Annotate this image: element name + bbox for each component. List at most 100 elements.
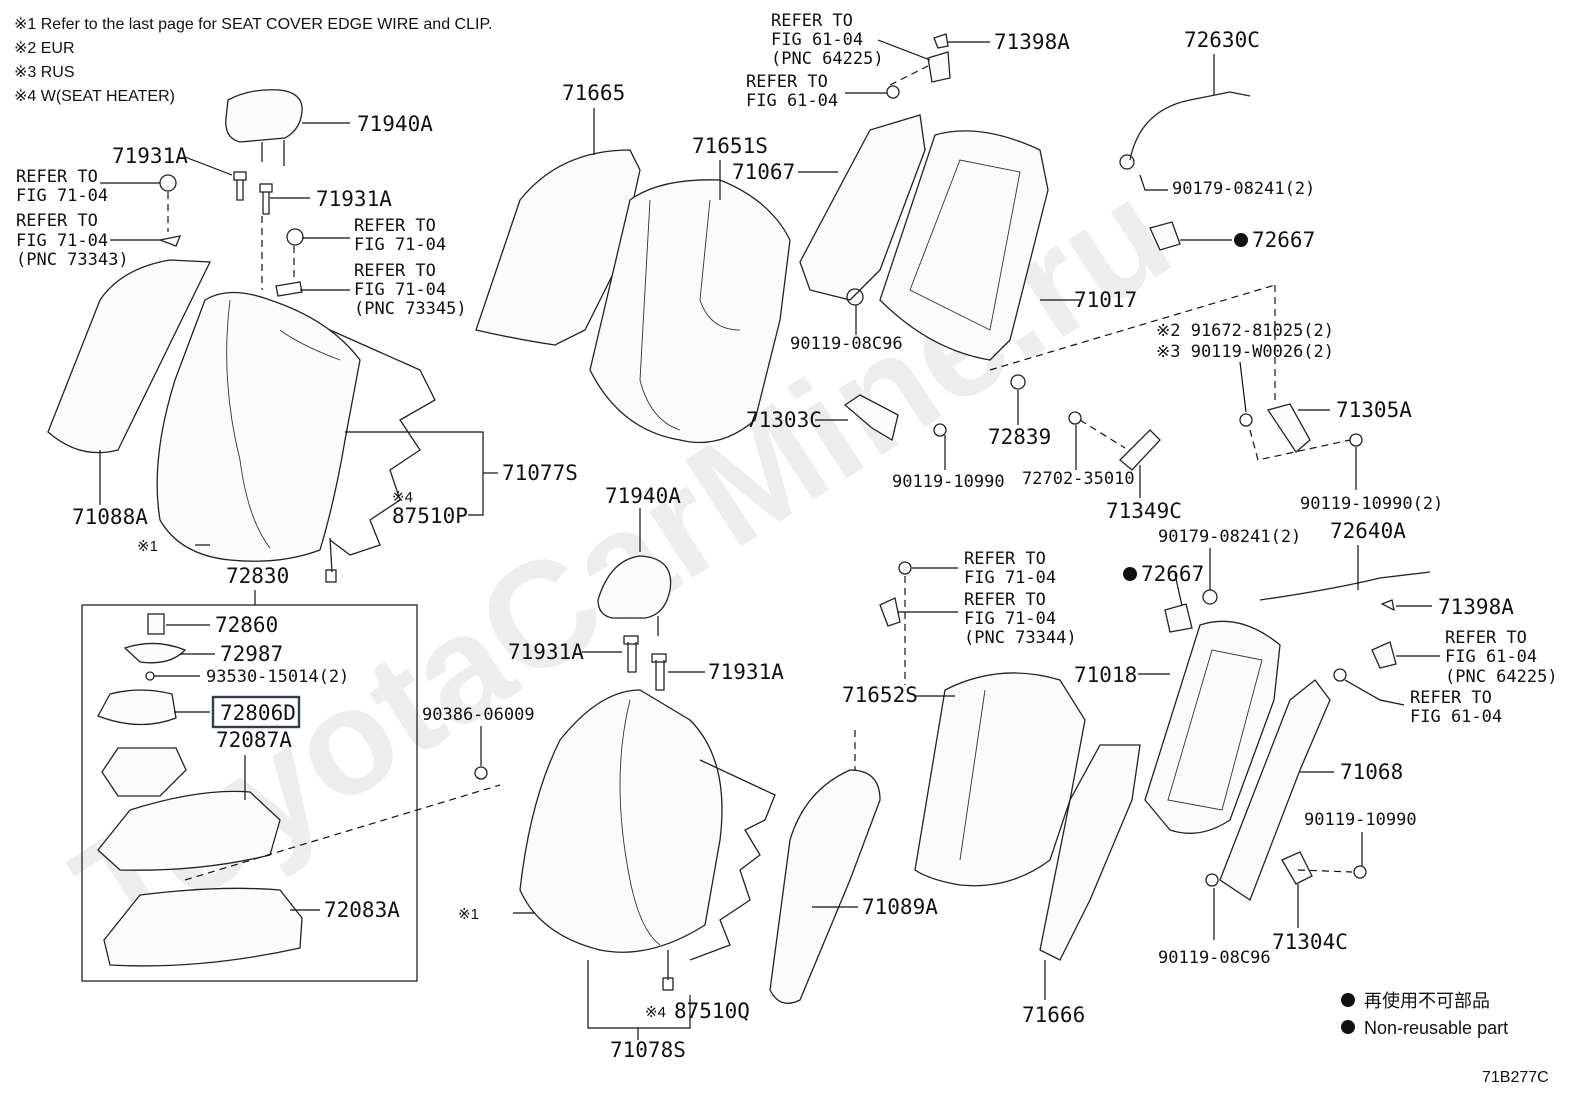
label-71652S: 71652S <box>842 683 918 707</box>
label-87510P: 87510P <box>392 504 468 528</box>
label-72839: 72839 <box>988 425 1051 449</box>
label-72830: 72830 <box>226 564 289 588</box>
label-72083A: 72083A <box>324 898 400 922</box>
frame-71068-drawing <box>1219 679 1331 901</box>
cable-72630C-drawing <box>1129 91 1251 161</box>
dashed-lines <box>167 65 1353 881</box>
ref-mid-2-line1: REFER TO <box>964 590 1046 610</box>
ref-left-2-line2: FIG 71-04 <box>16 231 108 251</box>
pad-71089A-drawing <box>769 769 881 1004</box>
notes-block: ※1 Refer to the last page for SEAT COVER… <box>14 16 493 105</box>
label-71398A-top: 71398A <box>994 30 1070 54</box>
label-71303C: 71303C <box>746 408 822 432</box>
label-72806D: 72806D <box>220 701 296 725</box>
ref-right-1-line3: (PNC 64225) <box>1445 667 1558 687</box>
nonreusable-dot-low <box>1123 567 1137 581</box>
ref-top-1-line1: REFER TO <box>771 11 853 31</box>
label-71666: 71666 <box>1022 1003 1085 1027</box>
label-90119-08C96-top: 90119-08C96 <box>790 334 903 354</box>
headrest-drawing-top <box>225 89 303 166</box>
label-90119-10990-mid: 90119-10990 <box>892 472 1005 492</box>
headrest-drawing-mid <box>597 555 672 619</box>
label-71017: 71017 <box>1074 288 1137 312</box>
ref-left-1-line2: FIG 71-04 <box>16 186 108 206</box>
label-note4-b: ※4 <box>645 1004 666 1021</box>
note-1: ※1 Refer to the last page for SEAT COVER… <box>14 16 493 33</box>
ref-top-1-line3: (PNC 64225) <box>771 49 884 69</box>
label-71665: 71665 <box>562 81 625 105</box>
label-90179-08241-top: 90179-08241(2) <box>1172 179 1315 199</box>
label-71067: 71067 <box>732 160 795 184</box>
ref-left-3-line2: FIG 71-04 <box>354 235 446 255</box>
frame-71018-drawing <box>1144 620 1281 834</box>
note-4: ※4 W(SEAT HEATER) <box>14 88 175 105</box>
heater-87510P-drawing <box>329 329 436 556</box>
label-90119-10990-2: 90119-10990(2) <box>1300 494 1443 514</box>
figure-code: 71B277C <box>1482 1069 1549 1086</box>
label-71349C: 71349C <box>1106 499 1182 523</box>
label-note2: ※2 91672-81025(2) <box>1156 321 1334 341</box>
label-71304C: 71304C <box>1272 930 1348 954</box>
label-71018: 71018 <box>1074 663 1137 687</box>
ref-right-1-line1: REFER TO <box>1445 628 1527 648</box>
label-71931A-b: 71931A <box>316 187 392 211</box>
ref-top-1-line2: FIG 61-04 <box>771 30 863 50</box>
label-71940A-mid: 71940A <box>605 484 681 508</box>
ref-left-4-line3: (PNC 73345) <box>354 299 467 319</box>
label-71077S: 71077S <box>502 461 578 485</box>
pad-71665-drawing <box>475 149 641 346</box>
label-71305A: 71305A <box>1336 398 1412 422</box>
label-72987: 72987 <box>220 642 283 666</box>
label-90386-06009: 90386-06009 <box>422 705 535 725</box>
label-71078S: 71078S <box>610 1038 686 1062</box>
ref-left-2-line1: REFER TO <box>16 211 98 231</box>
cover-71077S-drawing <box>156 291 361 562</box>
label-71088A: 71088A <box>72 505 148 529</box>
ref-right-1-line2: FIG 61-04 <box>1445 647 1537 667</box>
label-71068: 71068 <box>1340 760 1403 784</box>
label-71931A-a: 71931A <box>112 144 188 168</box>
ref-left-4-line1: REFER TO <box>354 261 436 281</box>
label-72667-low: 72667 <box>1141 562 1204 586</box>
pad-71666-drawing <box>1039 744 1141 961</box>
nonreusable-dot-top <box>1234 233 1248 247</box>
ref-left-3-line1: REFER TO <box>354 216 436 236</box>
leader-lines <box>99 39 1440 1040</box>
ref-right-2-line2: FIG 61-04 <box>1410 707 1502 727</box>
label-71940A-top: 71940A <box>357 112 433 136</box>
label-71931A-c: 71931A <box>508 640 584 664</box>
label-72702-35010: 72702-35010 <box>1022 469 1135 489</box>
note-3: ※3 RUS <box>14 64 75 81</box>
label-note1-a: ※1 <box>137 538 158 555</box>
ref-left-2-line3: (PNC 73343) <box>16 250 129 270</box>
label-71651S: 71651S <box>692 134 768 158</box>
label-72087A: 72087A <box>216 728 292 752</box>
cover-71652S-drawing <box>914 672 1086 887</box>
armrest-group-box <box>81 604 418 982</box>
ref-right-2-line1: REFER TO <box>1410 688 1492 708</box>
pad-71088A-drawing <box>47 259 212 454</box>
label-72667-top: 72667 <box>1252 228 1315 252</box>
label-note4-a: ※4 <box>392 489 413 506</box>
legend-line-2: Non-reusable part <box>1364 1018 1508 1038</box>
ref-mid-1-line2: FIG 71-04 <box>964 568 1056 588</box>
armrest-drawings <box>97 613 303 967</box>
ref-left-4-line2: FIG 71-04 <box>354 280 446 300</box>
ref-top-2-line2: FIG 61-04 <box>746 91 838 111</box>
note-2: ※2 EUR <box>14 40 75 57</box>
legend-dot-1 <box>1341 993 1355 1007</box>
ref-mid-1-line1: REFER TO <box>964 549 1046 569</box>
highlight-box <box>211 695 301 729</box>
legend-line-1: 再使用不可部品 <box>1364 991 1490 1011</box>
legend-dot-2 <box>1341 1020 1355 1034</box>
label-93530-15014: 93530-15014(2) <box>206 667 349 687</box>
label-71089A: 71089A <box>862 895 938 919</box>
label-72630C: 72630C <box>1184 28 1260 52</box>
ref-mid-2-line2: FIG 71-04 <box>964 609 1056 629</box>
frame-71067-drawing <box>799 114 926 301</box>
label-87510Q: 87510Q <box>674 999 750 1023</box>
legend: 再使用不可部品 Non-reusable part <box>1341 991 1508 1038</box>
label-note1-b: ※1 <box>458 906 479 923</box>
